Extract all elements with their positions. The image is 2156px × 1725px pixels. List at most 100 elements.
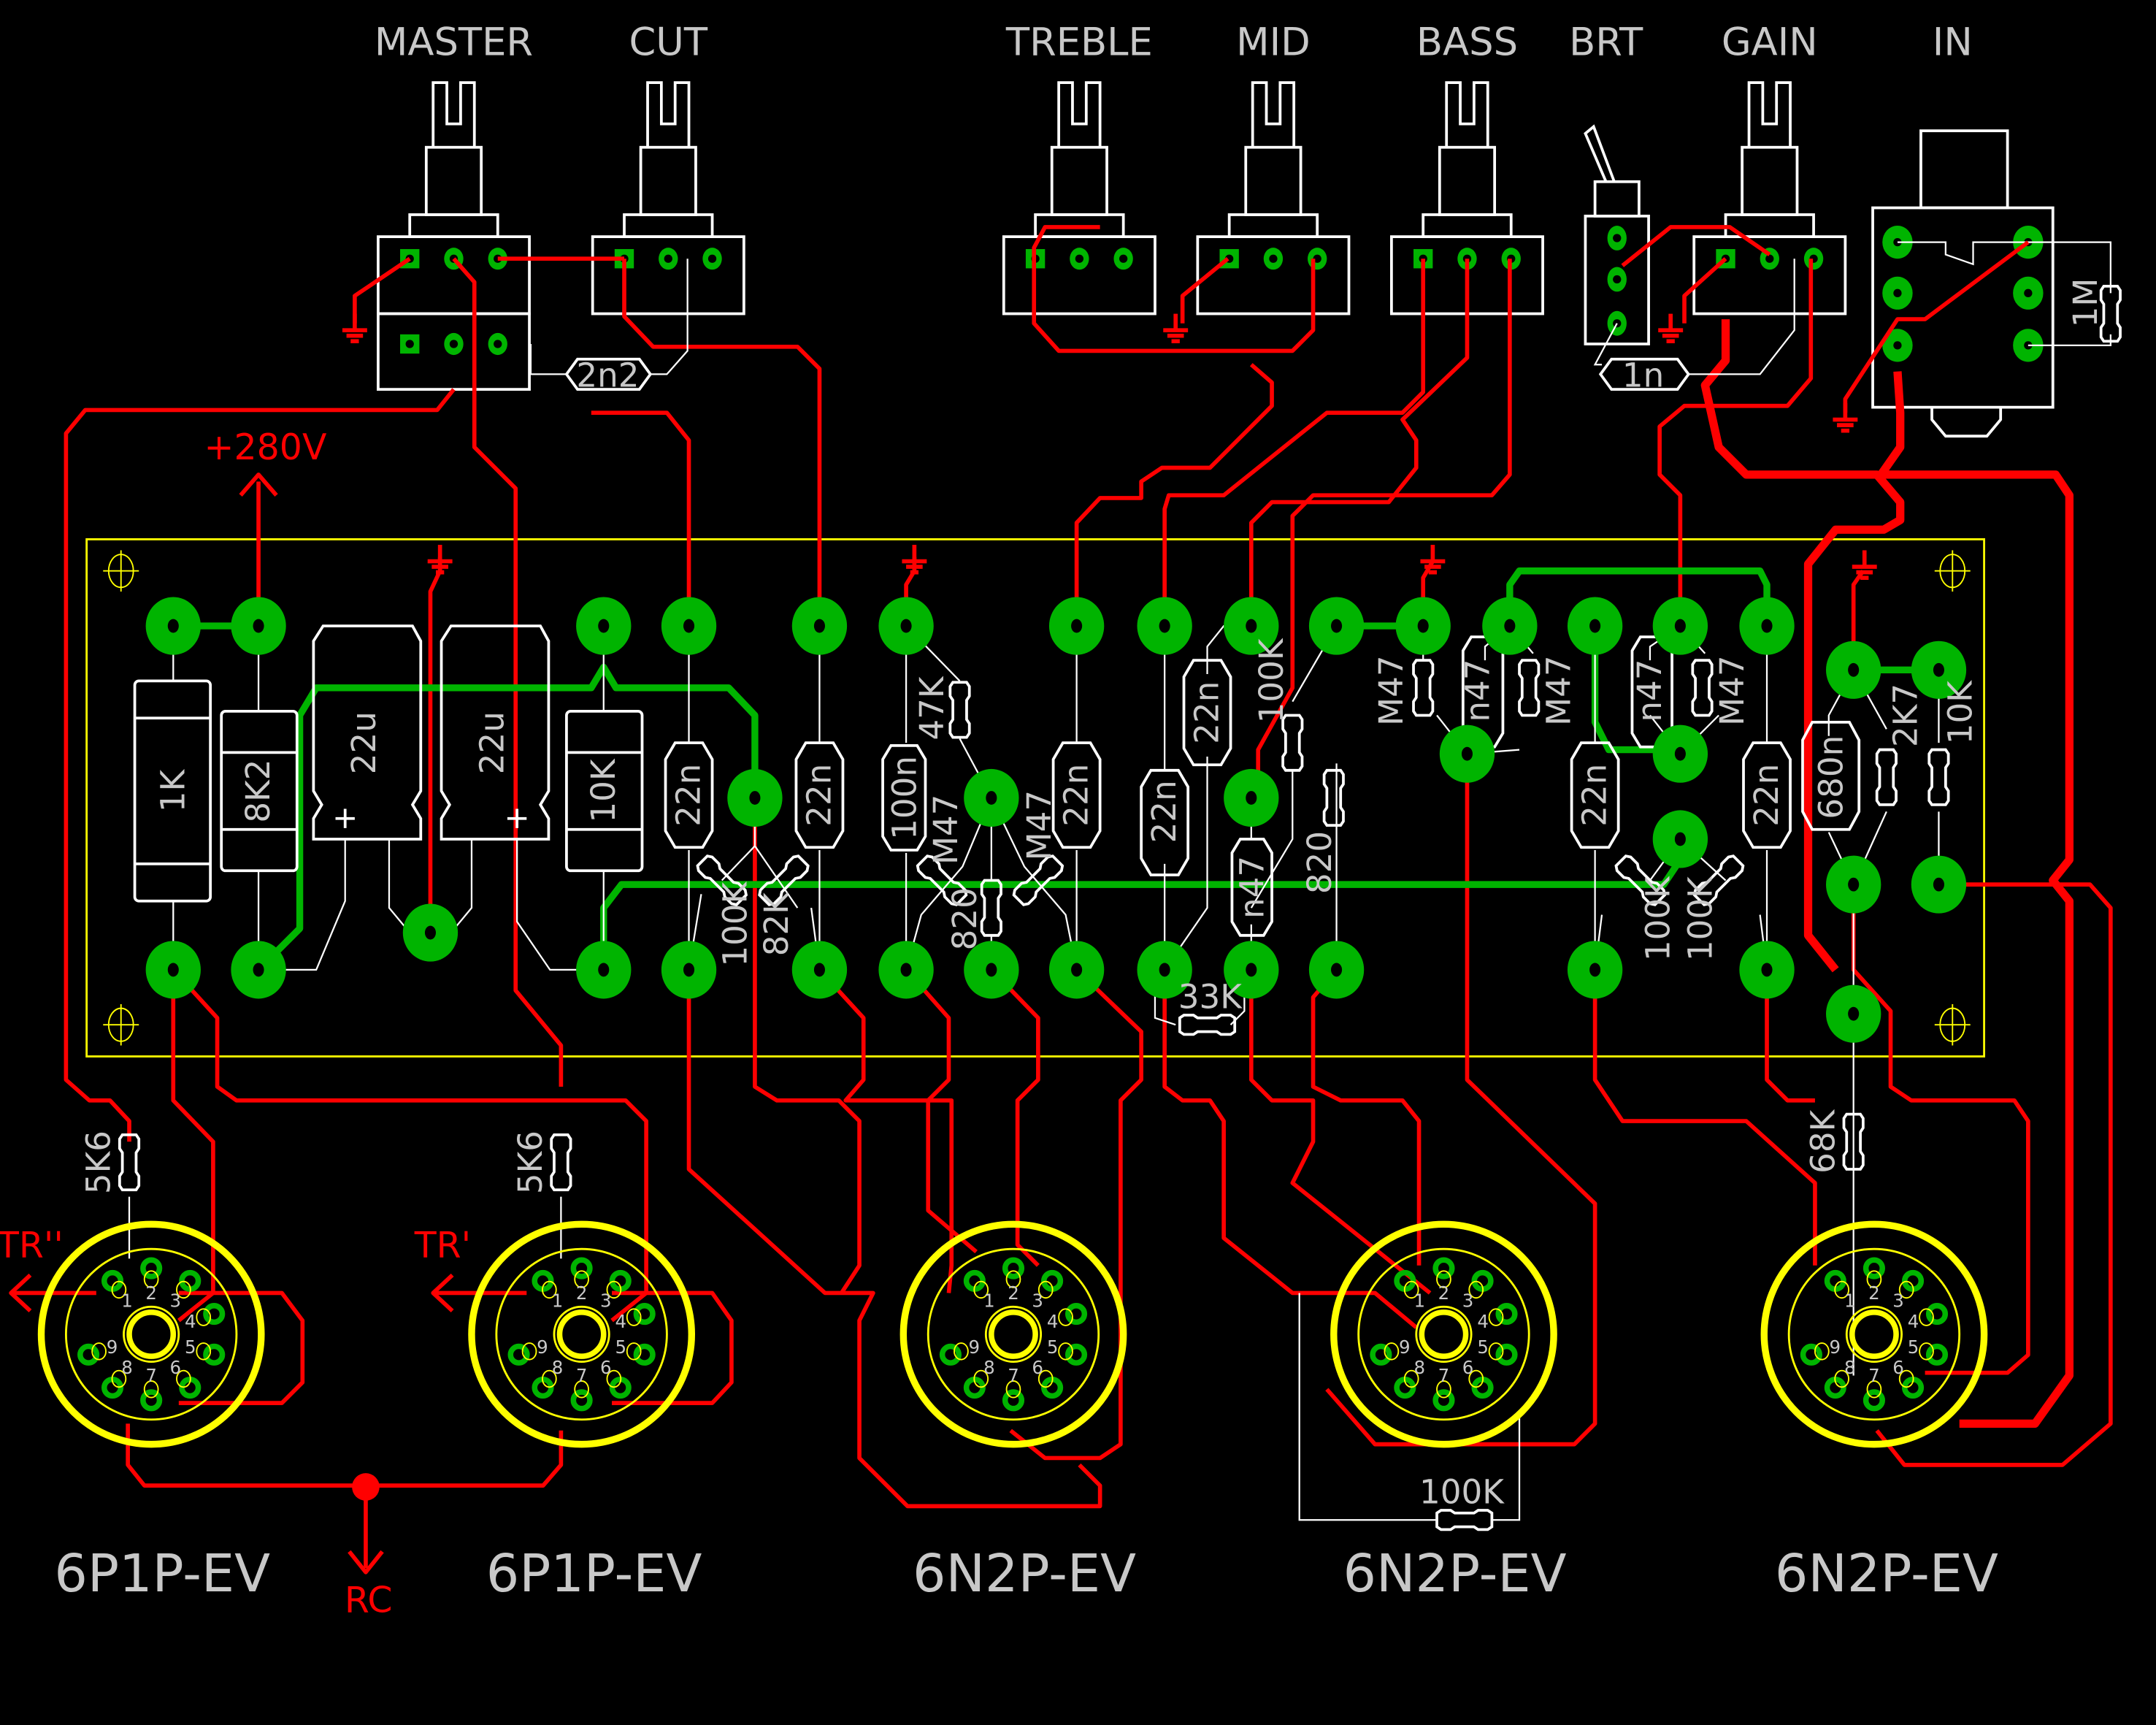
tube-pin-number: 2 [145,1282,157,1304]
components-silkscreen [118,357,1950,1531]
tube-pin-pad [633,1303,656,1326]
tube-pin-number: 6 [600,1357,612,1378]
resistor-10k-body [565,709,644,873]
output-transformer-label-1: TR' [414,1225,471,1266]
rc-label: RC [345,1579,393,1621]
tube-pin-pad [633,1343,656,1366]
label-c-2n2: 2n2 [576,356,639,394]
label-r-820-2: 820 [1300,831,1339,894]
tube-pin-pad [140,1257,163,1280]
tube-pin-number: 7 [1008,1365,1019,1386]
tube-pin-pad [1002,1257,1025,1280]
tube-pin-number: 3 [170,1290,182,1312]
label-mid: MID [1236,20,1311,65]
label-r-1m: 1M [2066,278,2105,328]
cut-pot [591,81,745,315]
label-r-8k2: 8K2 [239,759,277,822]
tube-pin-number: 6 [170,1357,182,1378]
tube-pin-pad [1370,1343,1392,1366]
label-r-100k-4: 100K [1681,876,1720,961]
label-c-1n: 1n [1622,356,1664,394]
tube-name-4: 6N2P-EV [1343,1543,1566,1604]
tube-pin-pad [570,1257,593,1280]
label-r-1k: 1K [153,769,192,813]
label-c-n47-3: n47 [1630,659,1669,722]
tube-pin-number: 5 [1477,1336,1489,1358]
tube-pin-number: 9 [1399,1336,1411,1358]
label-r-100k-3: 100K [1638,876,1677,961]
tube-pin-number: 3 [1462,1290,1474,1312]
master-pot-second-gang [377,312,531,391]
tube-pin-number: 6 [1032,1357,1043,1378]
board-outline [85,538,1986,1057]
tube-pin-number: 9 [107,1336,118,1358]
tube-pin-pad [1432,1257,1455,1280]
tube-pin-number: 1 [1414,1290,1426,1312]
tube-pin-number: 5 [185,1336,196,1358]
input-jack [1871,129,2122,438]
tube-pin-number: 7 [1868,1365,1880,1386]
label-treble: TREBLE [1005,20,1153,65]
tube-name-5: 6N2P-EV [1775,1543,1998,1604]
tube-pin-pad [1800,1343,1822,1366]
supply-voltage-label: +280V [204,427,326,468]
label-c-680n: 680n [1812,735,1851,819]
label-r-82k: 82K [757,892,796,956]
label-master: MASTER [375,20,533,65]
tube-pin-pad [1064,1343,1088,1366]
resistor-1k-body [133,679,212,903]
label-r-2k7: 2K7 [1886,684,1925,747]
tube-pin-number: 3 [1892,1290,1904,1312]
tube-pin-number: 7 [1438,1365,1450,1386]
label-c-n47-1: n47 [1233,856,1272,919]
tube-pin-number: 7 [576,1365,588,1386]
label-brt: BRT [1569,20,1643,65]
tube-pin-number: 8 [983,1357,995,1378]
label-r-m47-3: M47 [1372,655,1411,726]
tube-pin-pad [1862,1257,1885,1280]
tube-pin-pad [1495,1303,1518,1326]
capacitor-22u-a-body [312,624,423,841]
label-bass: BASS [1416,20,1518,65]
tube-pin-number: 1 [983,1290,995,1312]
tube-pin-pad [1495,1343,1518,1366]
tube-name-2: 6P1P-EV [486,1543,702,1604]
tube-pin-number: 1 [1844,1290,1856,1312]
label-cut: CUT [629,20,707,65]
tube-pin-pad [1432,1389,1455,1412]
label-r-68k: 68K [1803,1109,1842,1173]
label-c-22n-4: 22n [1145,780,1184,843]
tube-pin-number: 1 [121,1290,133,1312]
top-copper-traces [9,225,2113,1575]
label-r-5k6-2: 5K6 [511,1131,550,1194]
label-c-22u-a: 22u [345,711,383,774]
label-r-10k-2: 10K [1941,680,1980,744]
tube-pin-number: 4 [615,1311,627,1332]
capacitor-22u-b-body [440,624,550,841]
label-c-n47-2: n47 [1459,659,1497,722]
label-r-47k: 47K [913,676,951,740]
label-r-m47-4: M47 [1540,655,1578,726]
label-gain: GAIN [1722,20,1818,65]
tube-name-1: 6P1P-EV [54,1543,270,1604]
tube-pin-number: 2 [1438,1282,1450,1304]
tube-pin-number: 8 [552,1357,564,1378]
tube-pin-number: 1 [552,1290,564,1312]
label-r-100k-1: 100K [716,881,755,966]
tube-pin-pad [570,1389,593,1412]
label-r-5k6-1: 5K6 [80,1131,118,1194]
label-r-10k: 10K [584,758,623,822]
tube-pin-number: 7 [145,1365,157,1386]
label-c-22u-b: 22u [472,711,511,774]
label-r-100k-5: 100K [1419,1473,1505,1512]
tube-pin-pad [1862,1389,1885,1412]
label-r-m47-1: M47 [927,795,965,865]
label-in: IN [1933,20,1973,65]
capacitor-1n-body [1598,357,1691,391]
